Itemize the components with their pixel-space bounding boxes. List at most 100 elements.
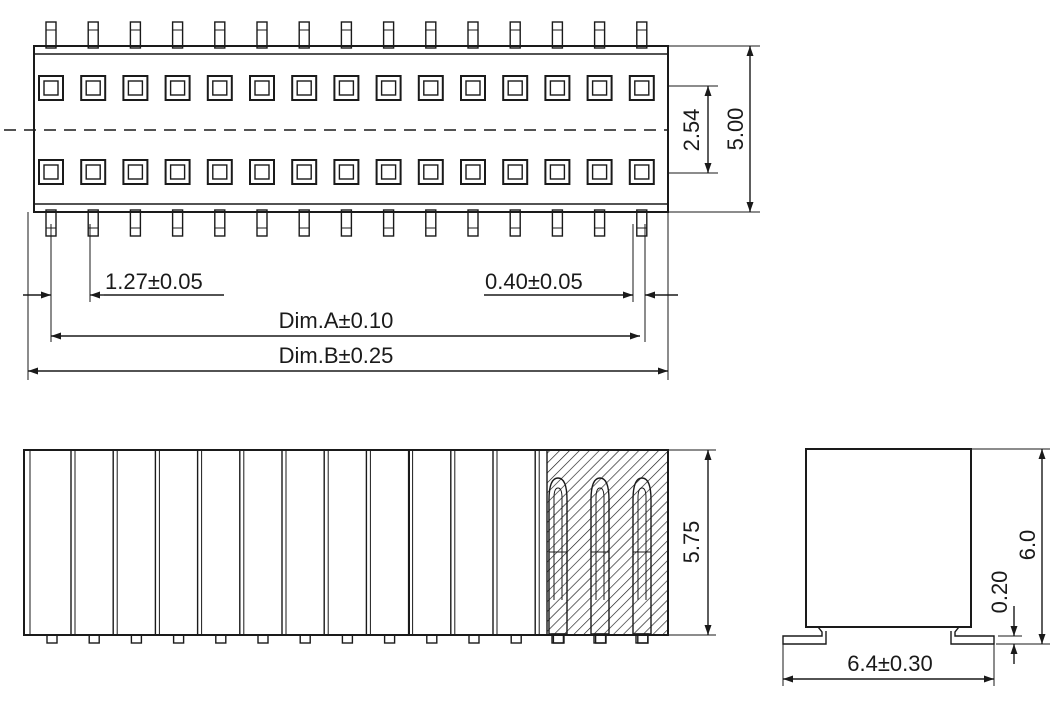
dim-a-label: Dim.A±0.10: [279, 308, 394, 333]
pin-top-11: [467, 21, 479, 49]
foot-12: [510, 634, 522, 644]
dim-row-pitch: 2.54: [668, 85, 718, 174]
socket-lower-7: [291, 159, 318, 185]
socket-upper-1: [38, 75, 64, 101]
top-view: [4, 21, 669, 237]
foot-4: [172, 634, 185, 644]
foot-9: [383, 634, 396, 644]
foot-10: [426, 634, 438, 644]
dim-pin-width: 0.40±0.05: [484, 224, 678, 342]
socket-lower-4: [164, 159, 191, 185]
pin-top-14: [593, 21, 606, 49]
foot-8: [341, 634, 354, 644]
socket-upper-6: [249, 75, 275, 101]
dim-footprint-width: 6.4±0.30: [782, 644, 995, 686]
foot-2: [88, 634, 100, 644]
socket-upper-14: [586, 75, 613, 101]
socket-lower-2: [80, 159, 107, 185]
socket-lower-8: [333, 159, 360, 185]
foot-11: [468, 634, 480, 644]
socket-lower-14: [586, 159, 613, 185]
pin-top-6: [256, 21, 268, 49]
pin-top-5: [214, 21, 226, 49]
pin-bottom-11: [467, 209, 479, 237]
pin-bottom-8: [340, 209, 353, 237]
pin-bottom-3: [129, 209, 142, 237]
pin-top-8: [340, 21, 353, 49]
front-view: [23, 449, 669, 644]
socket-upper-12: [502, 75, 529, 101]
top-pins-upper: [45, 21, 648, 49]
socket-lower-1: [38, 159, 64, 185]
socket-upper-13: [544, 75, 571, 101]
socket-upper-5: [206, 75, 233, 101]
pin-bottom-15: [636, 209, 648, 237]
socket-upper-9: [375, 75, 402, 101]
foot-7: [299, 634, 311, 644]
socket-upper-10: [417, 75, 444, 101]
dim-overall-height-label: 6.0: [1015, 530, 1040, 561]
pin-top-4: [171, 21, 184, 49]
socket-lower-11: [460, 159, 486, 185]
foot-13: [552, 634, 565, 644]
foot-1: [46, 634, 58, 644]
front-section-cut: [546, 451, 667, 644]
socket-lower-10: [417, 159, 444, 185]
pin-bottom-9: [382, 209, 395, 237]
dim-overall-height: 6.0: [971, 448, 1050, 645]
pin-bottom-5: [214, 209, 226, 237]
pin-top-15: [636, 21, 648, 49]
pin-bottom-13: [551, 209, 564, 237]
contact-3: [632, 477, 652, 635]
side-view-lead-right: [950, 626, 995, 645]
socket-upper-8: [333, 75, 360, 101]
dim-pin-pitch: 1.27±0.05: [23, 224, 224, 342]
pin-top-7: [298, 21, 310, 49]
socket-upper-7: [291, 75, 318, 101]
pin-top-2: [87, 21, 99, 49]
foot-6: [257, 634, 269, 644]
pin-bottom-14: [593, 209, 606, 237]
front-feet: [46, 634, 649, 644]
dim-b-label: Dim.B±0.25: [279, 343, 394, 368]
socket-lower-5: [206, 159, 233, 185]
dim-a: Dim.A±0.10: [51, 308, 640, 340]
dim-body-height-label: 5.75: [679, 521, 704, 564]
dim-row-pitch-label: 2.54: [679, 109, 704, 152]
pin-bottom-4: [171, 209, 184, 237]
pin-top-10: [425, 21, 437, 49]
socket-upper-11: [460, 75, 486, 101]
pin-bottom-6: [256, 209, 268, 237]
socket-upper-2: [80, 75, 107, 101]
top-pins-lower: [45, 209, 648, 237]
pin-bottom-12: [509, 209, 521, 237]
foot-3: [130, 634, 143, 644]
dim-footprint-width-label: 6.4±0.30: [847, 651, 932, 676]
pin-top-12: [509, 21, 521, 49]
pin-top-3: [129, 21, 142, 49]
dim-standoff: 0.20: [987, 571, 1022, 664]
socket-lower-13: [544, 159, 571, 185]
socket-lower-6: [249, 159, 275, 185]
pin-bottom-7: [298, 209, 310, 237]
dim-pin-width-label: 0.40±0.05: [485, 269, 583, 294]
top-view-body: [33, 45, 669, 213]
contact-1: [548, 477, 568, 635]
pin-top-1: [45, 21, 57, 49]
dim-body-width-label: 5.00: [723, 108, 748, 151]
front-view-body: [23, 449, 669, 636]
pin-bottom-2: [87, 209, 99, 237]
socket-upper-3: [122, 75, 149, 101]
socket-lower-12: [502, 159, 529, 185]
pin-top-13: [551, 21, 564, 49]
dim-standoff-label: 0.20: [987, 571, 1012, 614]
side-view: [782, 448, 995, 645]
socket-lower-9: [375, 159, 402, 185]
dim-pin-pitch-label: 1.27±0.05: [105, 269, 203, 294]
socket-upper-4: [164, 75, 191, 101]
pin-bottom-10: [425, 209, 437, 237]
top-sockets-upper: [38, 75, 655, 101]
top-sockets-lower: [38, 159, 655, 185]
dim-body-height: 5.75: [668, 449, 716, 636]
